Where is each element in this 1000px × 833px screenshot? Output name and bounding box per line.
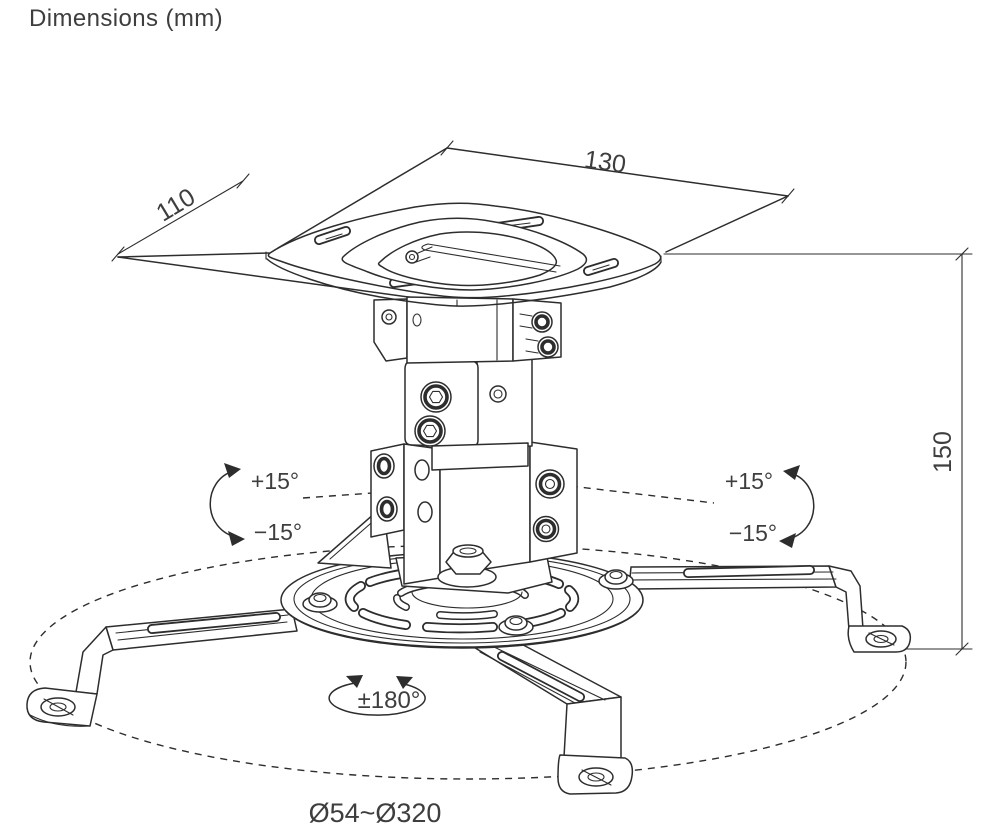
dimension-width-value: 130 xyxy=(583,145,628,179)
tilt-right-up-label: +15° xyxy=(725,468,773,494)
tilt-arrow-up-icon xyxy=(783,465,800,480)
upper-hinge xyxy=(373,296,562,364)
ceiling-plate-recess xyxy=(341,217,588,291)
dimension-height: 150 xyxy=(663,247,973,656)
tilt-lock-screw xyxy=(420,381,452,413)
dimension-width: 130 xyxy=(440,140,795,204)
tilt-indicator-right: +15° −15° xyxy=(725,465,815,548)
tilt-lock-screw xyxy=(414,415,446,447)
tilt-left-down-label: −15° xyxy=(254,519,302,545)
base-arm-front xyxy=(471,638,634,795)
tilt-indicator-left: +15° −15° xyxy=(209,463,302,546)
lower-bracket xyxy=(317,441,578,594)
page-title: Dimensions (mm) xyxy=(29,5,224,32)
tilt-arrow-down-icon xyxy=(228,531,245,546)
swivel-arrow-left-icon xyxy=(346,675,363,688)
tilt-left-up-label: +15° xyxy=(251,468,299,494)
dimension-depth-value: 110 xyxy=(152,183,201,228)
ceiling-plate xyxy=(265,202,662,307)
tilt-right-down-label: −15° xyxy=(729,520,777,546)
base-plate xyxy=(280,551,644,649)
base-arm-right xyxy=(628,565,912,653)
pivot-screw xyxy=(535,469,565,499)
base-dome-bolt xyxy=(598,569,634,590)
dimension-height-value: 150 xyxy=(929,431,957,473)
pivot-screw xyxy=(532,515,560,543)
swivel-indicator: ±180° xyxy=(328,675,426,716)
base-hex-nut xyxy=(437,544,497,588)
dimension-depth: 110 xyxy=(111,173,250,262)
base-arm-left xyxy=(26,608,298,727)
hinge-screw xyxy=(519,311,553,333)
tilt-arrow-up-icon xyxy=(224,463,241,478)
base-diameter-label: Ø54~Ø320 xyxy=(309,798,442,828)
base-dome-bolt xyxy=(498,615,534,636)
hinge-screw xyxy=(525,336,559,358)
swivel-range-label: ±180° xyxy=(358,687,421,714)
tilt-arrow-down-icon xyxy=(779,533,796,548)
base-dome-bolt xyxy=(302,592,338,613)
tilt-block xyxy=(404,351,533,471)
ceiling-plane xyxy=(117,147,789,304)
swivel-arrow-right-icon xyxy=(396,676,413,689)
